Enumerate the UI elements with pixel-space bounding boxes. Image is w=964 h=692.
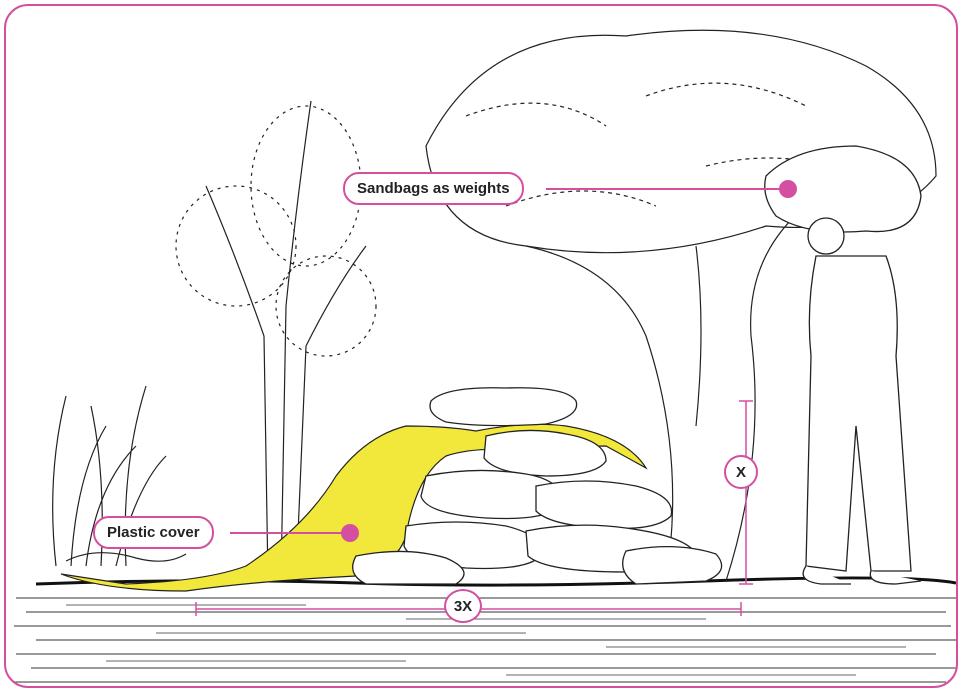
person-illustration xyxy=(765,146,921,584)
illustration-frame: Sandbags as weights Plastic cover X 3X xyxy=(4,4,958,688)
height-dimension-line xyxy=(739,401,753,584)
plastic-callout-dot xyxy=(341,524,359,542)
plastic-cover-label: Plastic cover xyxy=(93,516,214,549)
illustration-canvas xyxy=(6,6,958,688)
sandbags-label: Sandbags as weights xyxy=(343,172,524,205)
water-hatching xyxy=(14,598,956,682)
width-dimension-badge: 3X xyxy=(444,589,482,623)
height-dimension-badge: X xyxy=(724,455,758,489)
sandbags-callout-dot xyxy=(779,180,797,198)
